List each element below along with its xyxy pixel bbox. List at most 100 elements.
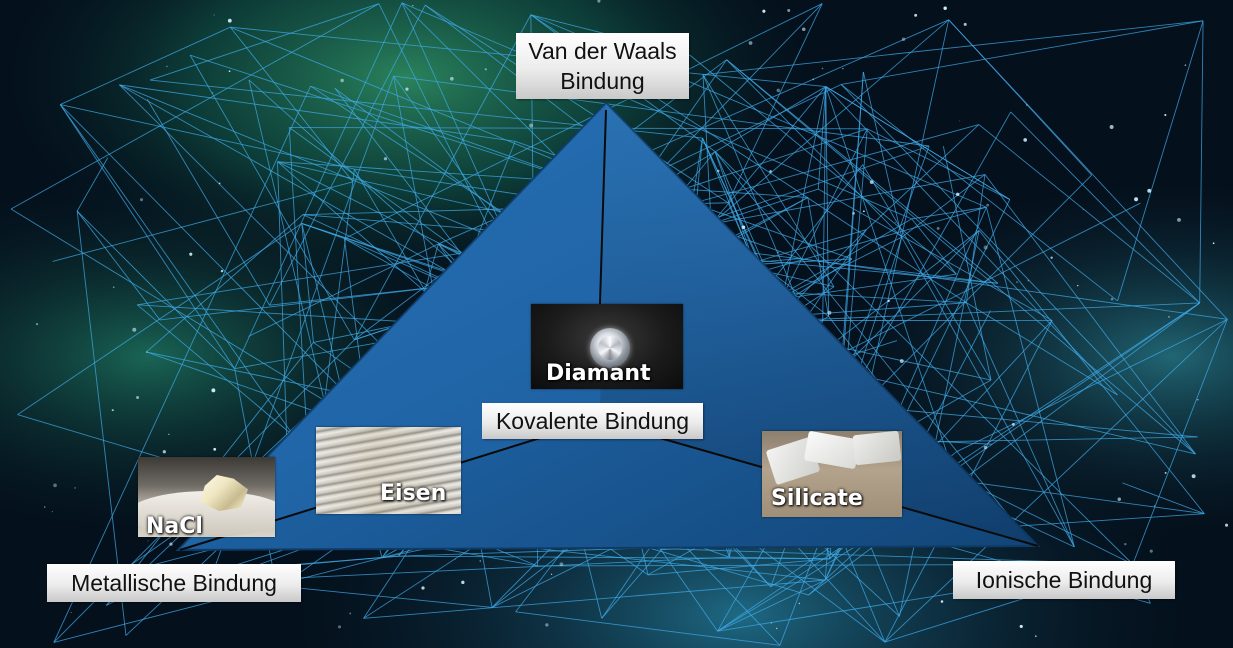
network-line	[398, 555, 830, 560]
network-line	[862, 164, 992, 381]
star-dot	[887, 299, 890, 303]
network-line	[714, 151, 751, 253]
star-dot	[1110, 297, 1114, 301]
star-dot	[1191, 474, 1196, 479]
star-dot	[227, 18, 232, 23]
network-line	[884, 319, 1228, 643]
network-line	[149, 3, 380, 81]
network-line	[717, 535, 873, 632]
star-dot	[1011, 422, 1015, 426]
network-line	[234, 2, 403, 369]
star-dot	[479, 560, 481, 562]
label-van-der-waals: Van der Waals Bindung	[516, 33, 689, 99]
silicate-caption: Silicate	[771, 486, 863, 511]
star-dot	[168, 433, 170, 435]
star-dot	[44, 506, 46, 508]
network-line	[1199, 20, 1204, 303]
network-line	[860, 174, 1092, 407]
network-line	[53, 85, 311, 643]
star-dot	[741, 225, 746, 229]
network-line	[76, 157, 109, 212]
star-dot	[166, 65, 168, 68]
star-dot	[74, 487, 76, 489]
network-line	[825, 86, 1010, 200]
star-dot	[1082, 209, 1084, 211]
network-line	[344, 3, 823, 240]
star-dot	[1019, 624, 1023, 629]
star-dot	[1026, 104, 1028, 106]
star-dot	[112, 286, 115, 289]
network-line	[301, 223, 314, 343]
star-dot	[1035, 635, 1037, 637]
network-line	[702, 20, 1204, 76]
star-dot	[821, 67, 824, 70]
network-line	[841, 20, 1204, 85]
star-dot	[213, 447, 217, 451]
network-line	[702, 137, 759, 261]
star-dot	[228, 70, 231, 73]
network-line	[229, 26, 354, 183]
network-line	[401, 2, 912, 220]
network-line	[911, 206, 987, 220]
network-line	[861, 405, 1198, 438]
edge-top	[599, 109, 607, 305]
star-dot	[139, 198, 144, 202]
star-dot	[762, 9, 766, 13]
star-dot	[132, 327, 137, 332]
network-line	[1117, 20, 1204, 301]
network-line	[726, 59, 999, 284]
star-dot	[1167, 315, 1170, 318]
network-line	[867, 128, 1010, 200]
star-dot	[1164, 471, 1167, 474]
star-dot	[878, 219, 879, 221]
star-dot	[1050, 256, 1053, 259]
network-line	[822, 86, 827, 322]
star-dot	[421, 586, 425, 590]
diamant-caption: Diamant	[546, 361, 651, 386]
star-dot	[769, 170, 772, 173]
network-line	[726, 59, 903, 238]
network-line	[289, 127, 868, 130]
star-dot	[776, 88, 781, 93]
network-line	[146, 99, 270, 306]
star-dot	[1109, 125, 1114, 129]
network-line	[689, 55, 957, 275]
star-dot	[827, 310, 832, 315]
network-line	[825, 86, 830, 317]
star-dot	[956, 192, 960, 196]
network-line	[978, 124, 1200, 304]
star-dot	[1153, 505, 1155, 507]
network-line	[10, 3, 380, 210]
star-dot	[901, 37, 906, 41]
star-dot	[450, 76, 454, 81]
star-dot	[597, 0, 601, 3]
network-line	[817, 86, 827, 190]
star-dot	[461, 580, 465, 584]
network-line	[818, 188, 1053, 321]
nacl-photo: NaCl	[138, 457, 275, 537]
star-dot	[1212, 242, 1215, 245]
star-dot	[213, 14, 215, 16]
star-dot	[963, 22, 967, 26]
eisen-caption: Eisen	[380, 481, 447, 506]
star-dot	[869, 180, 874, 184]
star-dot	[340, 78, 344, 83]
network-line	[363, 579, 826, 619]
star-dot	[777, 251, 779, 254]
star-dot	[1164, 113, 1167, 117]
network-line	[60, 104, 355, 170]
network-line	[17, 223, 303, 415]
star-dot	[349, 612, 352, 615]
star-dot	[111, 409, 114, 412]
label-van-der-waals-line2: Bindung	[560, 68, 645, 94]
star-dot	[940, 600, 944, 603]
star-dot	[550, 573, 553, 575]
network-line	[807, 197, 830, 317]
star-dot	[51, 511, 53, 513]
network-line	[119, 84, 516, 142]
star-dot	[338, 625, 342, 629]
network-line	[647, 558, 830, 576]
network-line	[1132, 319, 1228, 565]
network-line	[862, 71, 903, 238]
star-dot	[899, 359, 904, 364]
